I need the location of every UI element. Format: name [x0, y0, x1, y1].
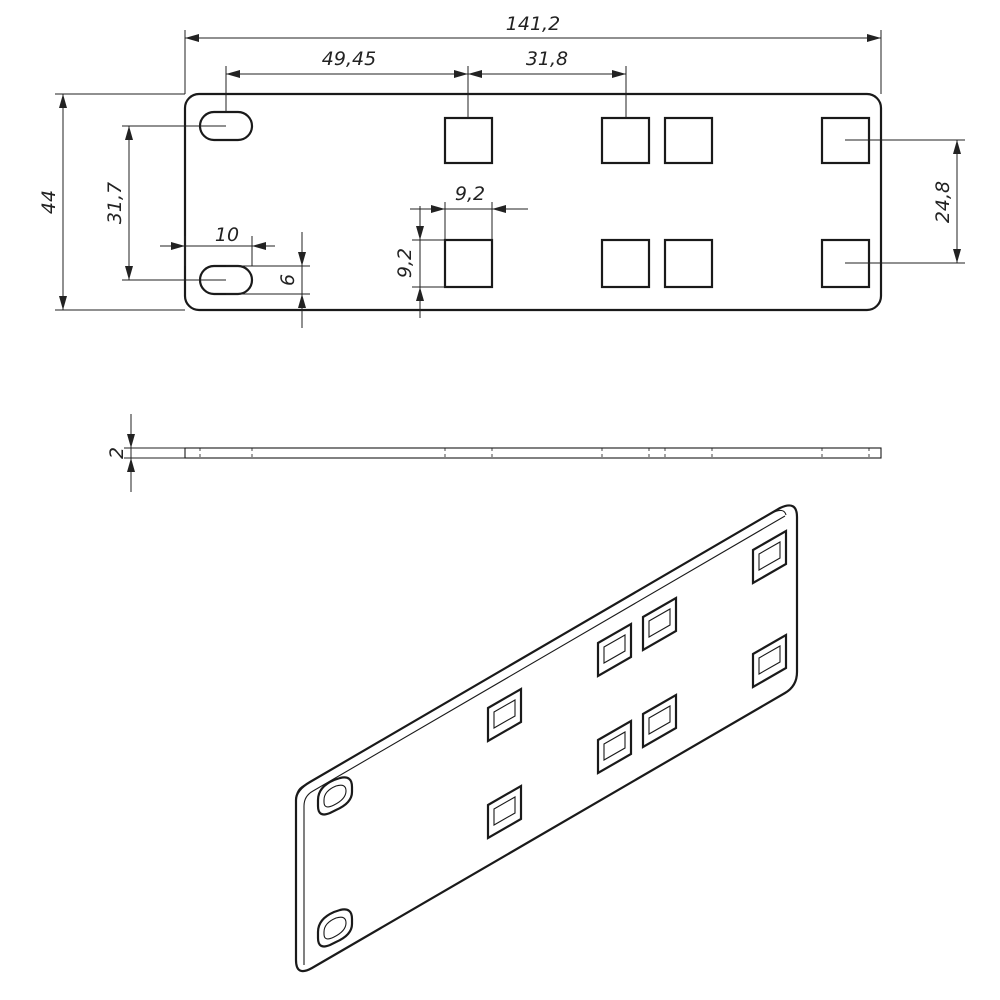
slot	[663, 116, 714, 165]
plate-outline	[183, 92, 883, 312]
slot	[663, 238, 714, 289]
slot-iso	[486, 784, 523, 840]
plate-iso-outline	[294, 504, 799, 973]
slot-iso	[751, 529, 788, 585]
side-view: 2	[106, 414, 882, 492]
slot-iso	[751, 633, 788, 689]
slot-iso	[641, 596, 678, 652]
dim-hole-to-slot: 49,45	[322, 48, 376, 70]
dim-slot-height: 9,2	[394, 248, 416, 278]
mounting-hole-iso	[316, 776, 354, 816]
slot-iso	[596, 622, 633, 678]
slot	[600, 116, 651, 165]
slot-iso	[596, 719, 633, 775]
dim-slot-width: 9,2	[455, 183, 485, 205]
dimensions: 141,2 49,45 31,8 44 31,7 10	[38, 13, 965, 328]
isometric-view	[294, 504, 799, 973]
dim-thickness: 2	[106, 447, 128, 459]
slot-iso	[486, 687, 523, 743]
slot	[443, 238, 494, 289]
dim-overall-length: 141,2	[506, 13, 560, 35]
slot	[443, 116, 494, 165]
slot-iso	[641, 693, 678, 749]
dim-height: 44	[38, 190, 60, 214]
dim-slot-row-spacing: 24,8	[932, 181, 954, 223]
dim-hole-length: 10	[215, 224, 239, 246]
dim-hole-width: 6	[277, 274, 299, 286]
dim-slot-spacing: 31,8	[526, 48, 568, 70]
slot	[600, 238, 651, 289]
plate-edge	[184, 447, 882, 459]
dim-hole-spacing: 31,7	[104, 182, 126, 224]
mounting-hole-iso	[316, 908, 354, 948]
